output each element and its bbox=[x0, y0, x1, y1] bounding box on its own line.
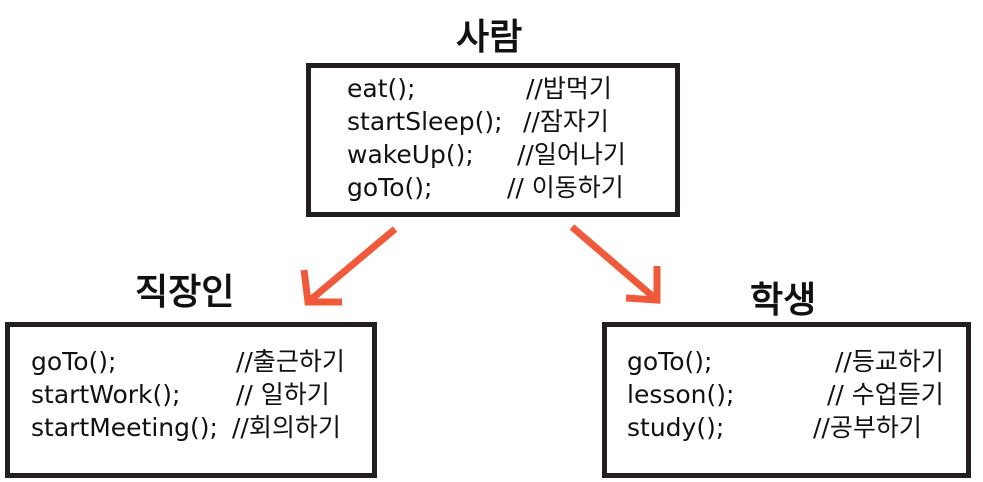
person-method: goTo(); bbox=[347, 173, 433, 202]
student-title: 학생 bbox=[750, 280, 817, 321]
worker-box: goTo(); //출근하기 startWork(); // 일하기 start… bbox=[5, 322, 377, 478]
arrow-to-worker bbox=[305, 226, 398, 305]
person-item: wakeUp(); //일어나기 bbox=[311, 139, 675, 171]
student-item: lesson(); // 수업듣기 bbox=[607, 379, 966, 411]
student-method: study(); bbox=[627, 413, 725, 442]
worker-method: startMeeting(); bbox=[31, 413, 218, 442]
worker-item: startMeeting(); //회의하기 bbox=[10, 412, 372, 444]
person-method: eat(); bbox=[347, 74, 416, 103]
person-box: eat(); //밥먹기 startSleep(); //잠자기 wakeUp(… bbox=[306, 63, 680, 217]
person-item: goTo(); // 이동하기 bbox=[311, 172, 675, 204]
worker-title: 직장인 bbox=[135, 272, 235, 313]
person-comment: //밥먹기 bbox=[526, 74, 612, 103]
worker-comment: //출근하기 bbox=[236, 347, 345, 376]
person-comment: // 이동하기 bbox=[507, 173, 624, 202]
student-box: goTo(); //등교하기 lesson(); // 수업듣기 study()… bbox=[602, 322, 971, 478]
person-comment: //일어나기 bbox=[517, 140, 626, 169]
worker-method: goTo(); bbox=[31, 347, 117, 376]
person-item: eat(); //밥먹기 bbox=[311, 73, 675, 105]
arrow-to-worker-head bbox=[300, 269, 342, 306]
worker-comment: //회의하기 bbox=[232, 413, 341, 442]
worker-item: goTo(); //출근하기 bbox=[10, 346, 372, 378]
person-title: 사람 bbox=[456, 17, 523, 58]
person-method: wakeUp(); bbox=[347, 140, 474, 169]
worker-item: startWork(); // 일하기 bbox=[10, 379, 372, 411]
person-comment: //잠자기 bbox=[523, 107, 609, 136]
student-comment: //등교하기 bbox=[835, 347, 944, 376]
student-item: goTo(); //등교하기 bbox=[607, 346, 966, 378]
person-item: startSleep(); //잠자기 bbox=[311, 106, 675, 138]
student-method: goTo(); bbox=[627, 347, 713, 376]
arrow-to-student bbox=[569, 224, 660, 303]
worker-method: startWork(); bbox=[31, 380, 181, 409]
student-comment: //공부하기 bbox=[813, 413, 922, 442]
arrow-to-student-head bbox=[625, 266, 661, 304]
worker-comment: // 일하기 bbox=[236, 380, 330, 409]
person-method: startSleep(); bbox=[347, 107, 503, 136]
student-method: lesson(); bbox=[627, 380, 735, 409]
student-comment: // 수업듣기 bbox=[827, 380, 944, 409]
student-item: study(); //공부하기 bbox=[607, 412, 966, 444]
